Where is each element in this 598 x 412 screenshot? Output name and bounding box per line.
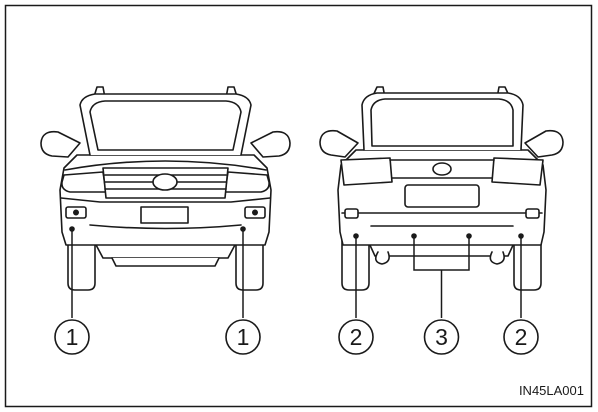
callout-label: 1 [237, 324, 250, 350]
front-left-tire [67, 237, 96, 291]
callout-label: 2 [515, 324, 528, 350]
callout-rear-right: 2 [503, 319, 539, 355]
rear-right-tire [513, 237, 542, 291]
callout-front-right: 1 [225, 319, 261, 355]
rear-right-tail-lamp [491, 157, 544, 186]
vehicle-front-view [40, 86, 291, 291]
front-right-tire [235, 237, 264, 291]
front-left-mirror [40, 130, 81, 158]
image-code: IN45LA001 [519, 383, 584, 398]
figure-frame [4, 4, 593, 408]
vehicle-rear-view [319, 86, 564, 291]
front-right-mirror [250, 130, 291, 158]
rear-left-tail-lamp [340, 157, 393, 186]
front-emblem [152, 173, 178, 191]
callout-rear-center: 3 [423, 319, 460, 355]
callout-label: 3 [435, 324, 448, 350]
rear-emblem [432, 162, 452, 176]
rear-license-plate [404, 184, 480, 208]
rear-left-mirror [319, 129, 359, 158]
front-license-plate [140, 206, 189, 224]
callout-label: 1 [66, 324, 79, 350]
callout-rear-left: 2 [338, 319, 374, 355]
leader-bracket-rear-center [413, 236, 470, 318]
callout-front-left: 1 [54, 319, 90, 355]
callout-label: 2 [350, 324, 363, 350]
